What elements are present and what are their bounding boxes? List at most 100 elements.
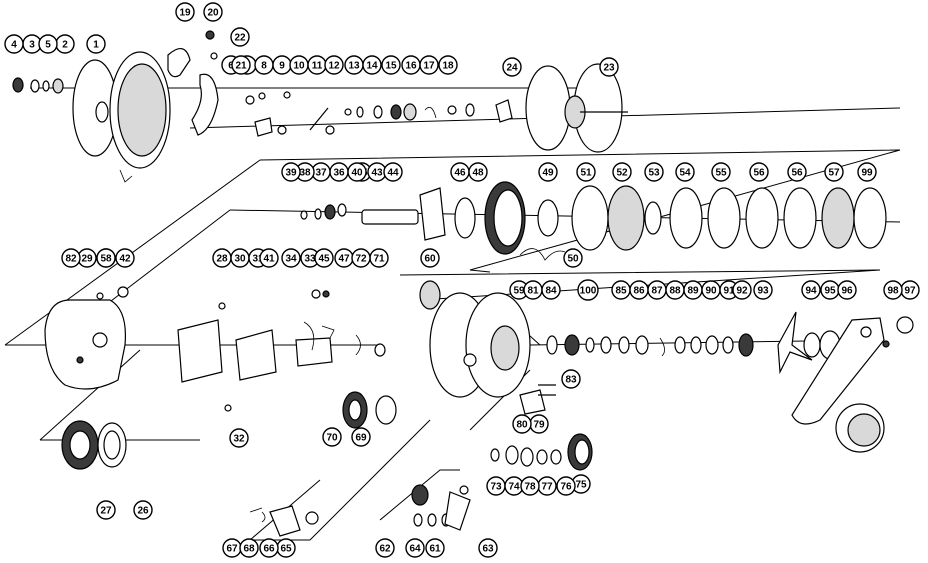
callout-number: 8 (261, 61, 267, 72)
callout-circle (259, 248, 279, 268)
callout-circle (229, 428, 249, 448)
callout-number: 46 (454, 168, 466, 179)
callout-circle (281, 248, 301, 268)
callout-number: 56 (791, 168, 803, 179)
callout-61: 61 (425, 538, 445, 558)
callout-circle (468, 162, 488, 182)
callout-circle (520, 476, 540, 496)
callout-number: 61 (429, 544, 441, 555)
callout-circle (556, 476, 576, 496)
callout-number: 17 (423, 61, 435, 72)
callout-number: 47 (338, 254, 350, 265)
callout-number: 3 (29, 40, 35, 51)
callout-15: 15 (381, 55, 401, 75)
part-drag-washers-row (546, 333, 754, 357)
callout-number: 26 (137, 506, 149, 517)
callout-56: 56 (749, 162, 769, 182)
callout-number: 13 (348, 61, 360, 72)
callout-89: 89 (683, 280, 703, 300)
callout-circle (61, 248, 81, 268)
callout-number: 48 (472, 168, 484, 179)
callout-number: 100 (580, 286, 597, 297)
callout-number: 44 (387, 168, 399, 179)
callout-55: 55 (711, 162, 731, 182)
callout-number: 90 (705, 286, 717, 297)
part-right-side-plate (429, 292, 531, 398)
callout-84: 84 (541, 280, 561, 300)
callout-circle (563, 248, 583, 268)
callout-11: 11 (307, 55, 327, 75)
callout-13: 13 (344, 55, 364, 75)
callout-20: 20 (203, 2, 223, 22)
callout-number: 94 (805, 286, 817, 297)
callout-number: 67 (226, 544, 238, 555)
callout-number: 66 (263, 544, 275, 555)
callout-17: 17 (419, 55, 439, 75)
callout-circle (351, 427, 371, 447)
callout-number: 29 (81, 254, 93, 265)
callout-circle (644, 162, 664, 182)
callout-circle (347, 162, 367, 182)
callout-circle (419, 55, 439, 75)
callout-85: 85 (611, 280, 631, 300)
callout-number: 33 (304, 254, 316, 265)
callout-number: 38 (299, 168, 311, 179)
callout-circle (787, 162, 807, 182)
callout-circle (322, 427, 342, 447)
callout-95: 95 (820, 280, 840, 300)
callout-number: 4 (11, 40, 17, 51)
callout-88: 88 (665, 280, 685, 300)
callout-circle (857, 162, 877, 182)
callout-10: 10 (289, 55, 309, 75)
part-spring-clips-top (167, 30, 219, 136)
callout-19: 19 (175, 2, 195, 22)
callout-58: 58 (96, 248, 116, 268)
callout-number: 88 (669, 286, 681, 297)
callout-number: 52 (616, 168, 628, 179)
callout-12: 12 (324, 55, 344, 75)
callout-16: 16 (401, 55, 421, 75)
callout-number: 27 (100, 506, 112, 517)
callout-4: 4 (4, 34, 24, 54)
callout-number: 1 (93, 40, 99, 51)
callout-circle (259, 538, 279, 558)
callout-42: 42 (115, 248, 135, 268)
callout-circle (837, 280, 857, 300)
callout-circle (502, 57, 522, 77)
callout-63: 63 (478, 538, 498, 558)
callout-3: 3 (22, 34, 42, 54)
callout-1: 1 (86, 34, 106, 54)
callout-number: 80 (516, 420, 528, 431)
callout-14: 14 (362, 55, 382, 75)
callout-number: 84 (545, 286, 557, 297)
callout-50: 50 (563, 248, 583, 268)
callout-87: 87 (647, 280, 667, 300)
callout-circle (883, 280, 903, 300)
callout-81: 81 (523, 280, 543, 300)
callout-number: 75 (575, 480, 587, 491)
callout-number: 40 (351, 168, 363, 179)
callout-43: 43 (367, 162, 387, 182)
callout-23: 23 (599, 57, 619, 77)
callout-number: 69 (355, 433, 367, 444)
callout-number: 21 (235, 61, 247, 72)
callout-36: 36 (329, 162, 349, 182)
callout-circle (96, 248, 116, 268)
callout-77: 77 (537, 476, 557, 496)
callout-number: 96 (841, 286, 853, 297)
callout-number: 87 (651, 286, 663, 297)
callout-40: 40 (347, 162, 367, 182)
callout-83: 83 (561, 369, 581, 389)
callout-number: 28 (216, 254, 228, 265)
callout-number: 50 (567, 254, 579, 265)
callout-number: 15 (385, 61, 397, 72)
callout-number: 82 (65, 254, 77, 265)
callout-number: 37 (315, 168, 327, 179)
callout-45: 45 (314, 248, 334, 268)
callout-number: 16 (405, 61, 417, 72)
callout-number: 79 (533, 420, 545, 431)
part-small-hardware-row (245, 91, 513, 137)
callout-circle (732, 280, 752, 300)
callout-90: 90 (701, 280, 721, 300)
